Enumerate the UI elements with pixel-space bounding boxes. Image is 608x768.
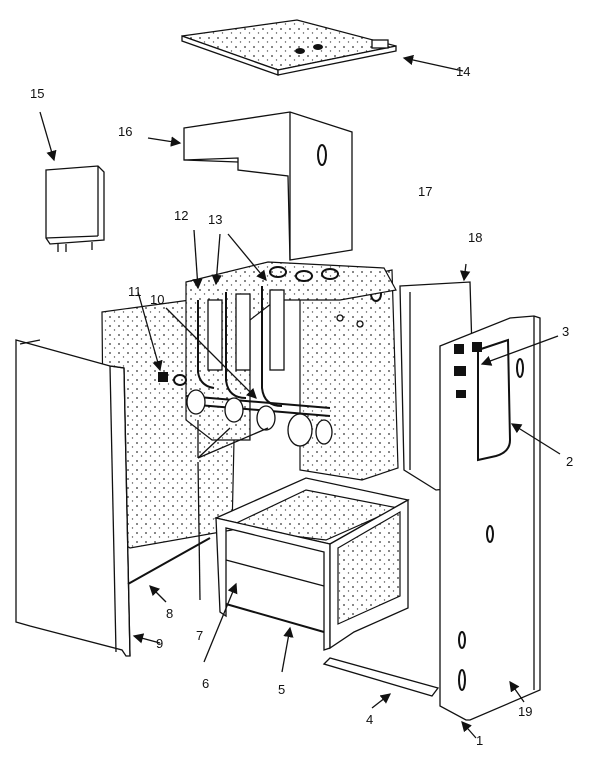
control-box (39, 111, 105, 252)
callout-13: 13 (208, 212, 222, 227)
callout-12: 12 (174, 208, 188, 223)
jacket-top-section (147, 111, 353, 261)
callout-11: 11 (128, 284, 142, 299)
callout-2: 2 (566, 454, 573, 469)
base-assembly (203, 477, 410, 673)
right-jacket-panel (439, 315, 561, 739)
callout-14: 14 (456, 64, 470, 79)
burner-assembly (137, 291, 333, 447)
callout-labels: 1 2 3 4 5 6 7 8 9 10 11 12 13 14 15 16 1… (30, 64, 573, 748)
callout-19: 19 (518, 704, 532, 719)
base-trim-strip (322, 657, 440, 709)
callout-15: 15 (30, 86, 44, 101)
burner-leader-lines (197, 420, 269, 601)
rear-panel (299, 269, 399, 481)
callout-4: 4 (366, 712, 373, 727)
callout-17: 17 (418, 184, 432, 199)
callout-7: 7 (196, 628, 203, 643)
callout-6: 6 (202, 676, 209, 691)
callout-3: 3 (562, 324, 569, 339)
callout-1: 1 (476, 733, 483, 748)
callout-18: 18 (468, 230, 482, 245)
left-base-rail (127, 537, 211, 603)
callout-8: 8 (166, 606, 173, 621)
callout-9: 9 (156, 636, 163, 651)
top-panel (181, 19, 464, 76)
callout-5: 5 (278, 682, 285, 697)
callout-16: 16 (118, 124, 132, 139)
left-jacket-panel (15, 339, 161, 657)
callout-10: 10 (150, 292, 164, 307)
heat-exchanger (185, 229, 397, 441)
